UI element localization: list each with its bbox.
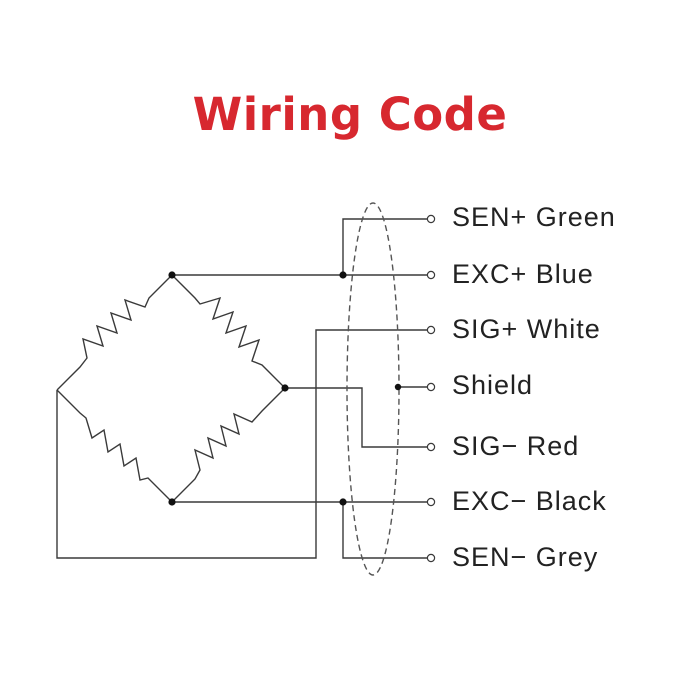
terminal-sen-plus (426, 214, 436, 224)
cable-shield (346, 202, 400, 576)
resistor-bottom-right (171, 387, 286, 503)
diagram-title: Wiring Code (192, 88, 508, 141)
wires (56, 218, 427, 559)
terminal-sig-minus (426, 442, 436, 452)
label-exc-plus: EXC+ Blue (452, 259, 594, 289)
label-exc-minus: EXC− Black (452, 486, 607, 516)
label-shield: Shield (452, 370, 534, 400)
bridge-resistors (56, 274, 286, 503)
terminal-shield (426, 382, 436, 392)
resistor-bottom-left (56, 389, 173, 503)
terminal-exc-minus (426, 497, 436, 507)
label-sig-minus: SIG− Red (452, 431, 580, 461)
label-sen-plus: SEN+ Green (452, 202, 616, 232)
resistor-top-left (56, 274, 173, 391)
resistor-top-right (171, 274, 286, 389)
label-sen-minus: SEN− Grey (452, 542, 599, 572)
terminal-sen-minus (426, 553, 436, 563)
terminals (426, 214, 436, 563)
label-sig-plus: SIG+ White (452, 314, 601, 344)
terminal-exc-plus (426, 270, 436, 280)
terminal-sig-plus (426, 325, 436, 335)
junction-dots (168, 271, 402, 506)
